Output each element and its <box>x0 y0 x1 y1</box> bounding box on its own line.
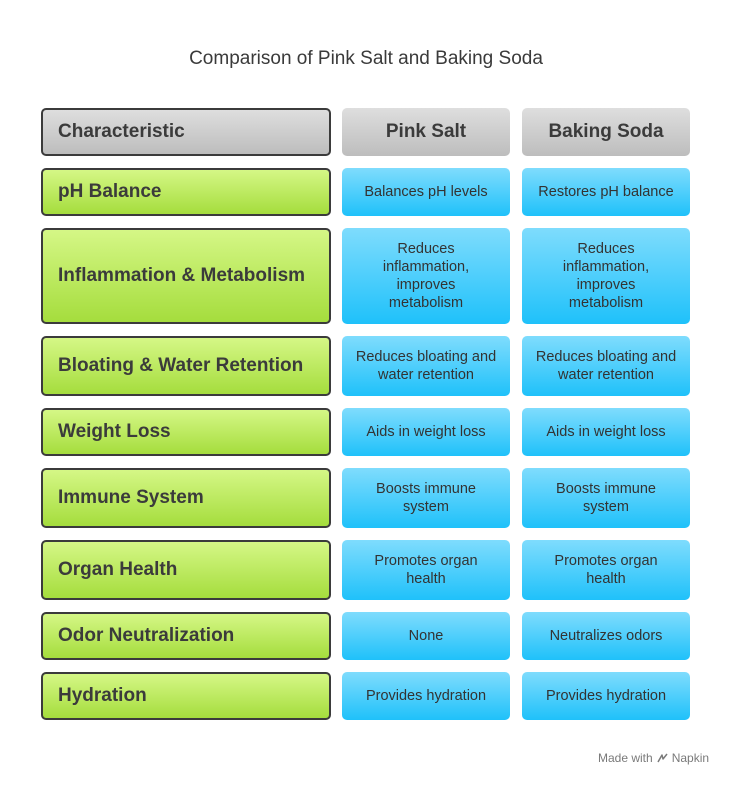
baking-soda-cell: Promotes organ health <box>522 540 690 600</box>
baking-soda-cell: Neutralizes odors <box>522 612 690 660</box>
characteristic-cell: Inflammation & Metabolism <box>41 228 331 324</box>
pink-salt-cell: Reduces bloating and water retention <box>342 336 510 396</box>
header-baking-soda: Baking Soda <box>522 108 690 156</box>
pink-salt-cell: None <box>342 612 510 660</box>
pink-salt-cell: Promotes organ health <box>342 540 510 600</box>
pink-salt-cell: Provides hydration <box>342 672 510 720</box>
baking-soda-cell: Aids in weight loss <box>522 408 690 456</box>
characteristic-cell: pH Balance <box>41 168 331 216</box>
footer-attribution: Made with Napkin <box>598 751 709 765</box>
baking-soda-cell: Provides hydration <box>522 672 690 720</box>
characteristic-cell: Organ Health <box>41 540 331 600</box>
page-title: Comparison of Pink Salt and Baking Soda <box>189 48 543 69</box>
brand-name: Napkin <box>671 751 710 765</box>
characteristic-cell: Hydration <box>41 672 331 720</box>
baking-soda-cell: Reduces inflammation, improves metabolis… <box>522 228 690 324</box>
table-row: Inflammation & Metabolism Reduces inflam… <box>41 228 690 324</box>
header-pink-salt: Pink Salt <box>342 108 510 156</box>
made-with-label: Made with <box>598 751 653 765</box>
pink-salt-cell: Reduces inflammation, improves metabolis… <box>342 228 510 324</box>
table-row: pH Balance Balances pH levels Restores p… <box>41 168 690 216</box>
characteristic-cell: Odor Neutralization <box>41 612 331 660</box>
pink-salt-cell: Balances pH levels <box>342 168 510 216</box>
table-row: Hydration Provides hydration Provides hy… <box>41 672 690 720</box>
table-row: Immune System Boosts immune system Boost… <box>41 468 690 528</box>
characteristic-cell: Immune System <box>41 468 331 528</box>
table-row: Bloating & Water Retention Reduces bloat… <box>41 336 690 396</box>
table-row: Organ Health Promotes organ health Promo… <box>41 540 690 600</box>
table-row: Odor Neutralization None Neutralizes odo… <box>41 612 690 660</box>
characteristic-cell: Weight Loss <box>41 408 331 456</box>
characteristic-cell: Bloating & Water Retention <box>41 336 331 396</box>
baking-soda-cell: Reduces bloating and water retention <box>522 336 690 396</box>
pink-salt-cell: Aids in weight loss <box>342 408 510 456</box>
pink-salt-cell: Boosts immune system <box>342 468 510 528</box>
header-row: Characteristic Pink Salt Baking Soda <box>41 108 690 156</box>
table-row: Weight Loss Aids in weight loss Aids in … <box>41 408 690 456</box>
baking-soda-cell: Boosts immune system <box>522 468 690 528</box>
baking-soda-cell: Restores pH balance <box>522 168 690 216</box>
napkin-logo-icon <box>657 753 668 764</box>
header-characteristic: Characteristic <box>41 108 331 156</box>
